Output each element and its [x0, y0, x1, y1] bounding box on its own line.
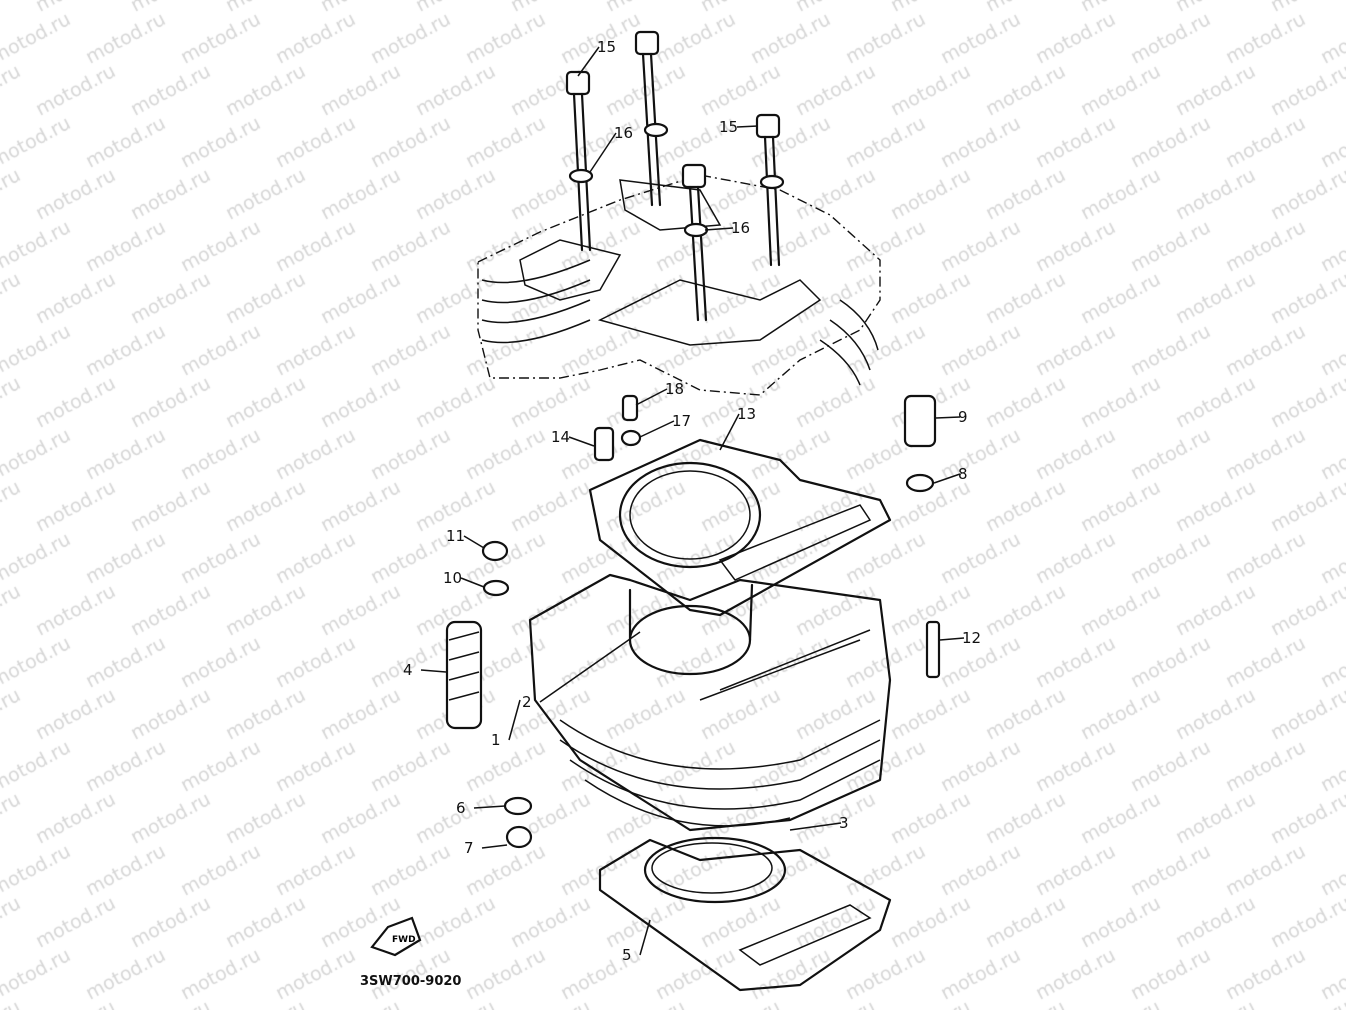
- callout-label: 9: [958, 408, 968, 426]
- callout-label: 8: [958, 465, 968, 483]
- callout-label: 7: [464, 839, 474, 857]
- callout-label: 14: [551, 428, 570, 446]
- leader-line: [539, 631, 641, 703]
- leader-line: [639, 919, 651, 956]
- leader-line: [933, 473, 961, 484]
- cylinder-head: [477, 174, 881, 396]
- arrow-label: FWD: [392, 935, 416, 945]
- diagram-code: 3SW700-9020: [360, 974, 461, 989]
- head-gasket: [588, 438, 892, 617]
- callout-label: 11: [446, 527, 465, 545]
- leader-line: [635, 388, 668, 406]
- callout-label: 17: [672, 412, 691, 430]
- callout-label: 15: [597, 38, 616, 56]
- leader-line: [935, 416, 961, 419]
- leader-line: [589, 132, 617, 173]
- callout-label: 18: [665, 380, 684, 398]
- callout-label: 1: [491, 731, 501, 749]
- callout-label: 16: [731, 219, 750, 237]
- callouts: 15 15 16 16 18 17 13 14 9 8 11 10 4 2 1 12 6 7 3 5: [403, 38, 981, 964]
- forward-arrow-icon: FWD: [370, 916, 422, 957]
- callout-label: 10: [443, 569, 462, 587]
- leader-line: [420, 669, 447, 673]
- leader-line: [704, 227, 734, 231]
- callout-label: 3: [839, 814, 849, 832]
- callout-label: 15: [719, 118, 738, 136]
- callout-label: 5: [622, 946, 632, 964]
- leader-line: [789, 822, 842, 831]
- cylinder-block: [528, 573, 892, 832]
- leader-line: [481, 844, 508, 849]
- callout-label: 12: [962, 629, 981, 647]
- head-bolts: [565, 30, 785, 322]
- small-parts: [445, 394, 941, 849]
- leader-line: [639, 420, 675, 438]
- callout-label: 6: [456, 799, 466, 817]
- leader-line: [568, 436, 595, 447]
- leader-line: [508, 699, 521, 741]
- callout-label: 16: [614, 124, 633, 142]
- leader-line: [460, 577, 485, 588]
- callout-label: 4: [403, 661, 413, 679]
- leader-line: [736, 125, 759, 128]
- leader-line: [577, 46, 600, 77]
- callout-label: 13: [737, 405, 756, 423]
- leader-line: [939, 637, 965, 641]
- leader-line: [719, 413, 740, 451]
- callout-label: 2: [522, 693, 532, 711]
- base-gasket: [598, 836, 892, 992]
- leader-line: [463, 535, 485, 549]
- leader-line: [473, 805, 506, 809]
